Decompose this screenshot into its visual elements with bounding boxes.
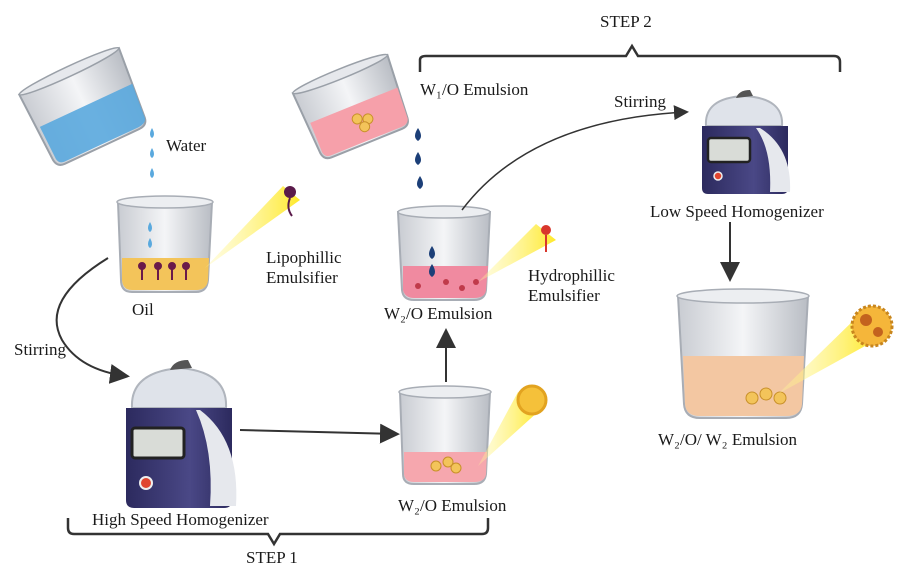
w1o-drops bbox=[415, 128, 423, 189]
pouring-w1o-beaker-icon bbox=[291, 53, 409, 160]
lipophillic-emulsifier-icon bbox=[284, 186, 296, 217]
w2ow2-beaker-icon bbox=[676, 288, 810, 419]
arrow-to-w2o-beaker bbox=[239, 423, 400, 444]
stirring-top-label: Stirring bbox=[614, 92, 666, 111]
w2o-mid-label: W₂/O Emulsion bbox=[384, 304, 493, 323]
w2o-beaker-bottom-icon bbox=[398, 385, 492, 485]
low-speed-label: Low Speed Homogenizer bbox=[650, 202, 824, 221]
step1-label: STEP 1 bbox=[246, 548, 298, 567]
w2o-droplet-magnified-icon bbox=[516, 384, 548, 416]
lipophillic-beam-icon bbox=[205, 186, 300, 268]
hydrophillic-beam-icon bbox=[478, 224, 556, 282]
w2ow2-label: W₂/O/ W₂ Emulsion bbox=[658, 430, 798, 449]
w2o-beaker-mid-icon bbox=[396, 205, 492, 301]
water-drops bbox=[150, 128, 154, 178]
low-speed-homogenizer-icon bbox=[702, 90, 791, 194]
stirring-arrow-left bbox=[55, 257, 130, 384]
w2ow2-droplet-magnified-icon bbox=[850, 304, 894, 348]
high-speed-homogenizer-icon bbox=[126, 360, 237, 508]
hydrophillic-emulsifier-icon bbox=[541, 225, 551, 252]
step2-label: STEP 2 bbox=[600, 12, 652, 31]
w2ow2-beam-icon bbox=[778, 318, 876, 394]
stirring-left-label: Stirring bbox=[14, 340, 66, 359]
oil-label: Oil bbox=[132, 300, 154, 319]
step1-bracket bbox=[66, 518, 490, 547]
pouring-water-beaker-icon bbox=[17, 46, 147, 166]
w2o-bottom-label: W₂/O Emulsion bbox=[398, 496, 507, 515]
lipophillic-label-line2: Emulsifier bbox=[266, 268, 338, 287]
oil-beaker-icon bbox=[116, 195, 214, 293]
hydrophillic-label-line1: Hydrophillic bbox=[528, 266, 615, 285]
water-label: Water bbox=[166, 136, 207, 155]
stirring-arrow-top bbox=[461, 105, 689, 211]
step2-bracket bbox=[418, 43, 842, 72]
w1o-label: W₁/O Emulsion bbox=[420, 80, 529, 99]
hydrophillic-label-line2: Emulsifier bbox=[528, 286, 600, 305]
high-speed-label: High Speed Homogenizer bbox=[92, 510, 269, 529]
lipophillic-label-line1: Lipophillic bbox=[266, 248, 342, 267]
